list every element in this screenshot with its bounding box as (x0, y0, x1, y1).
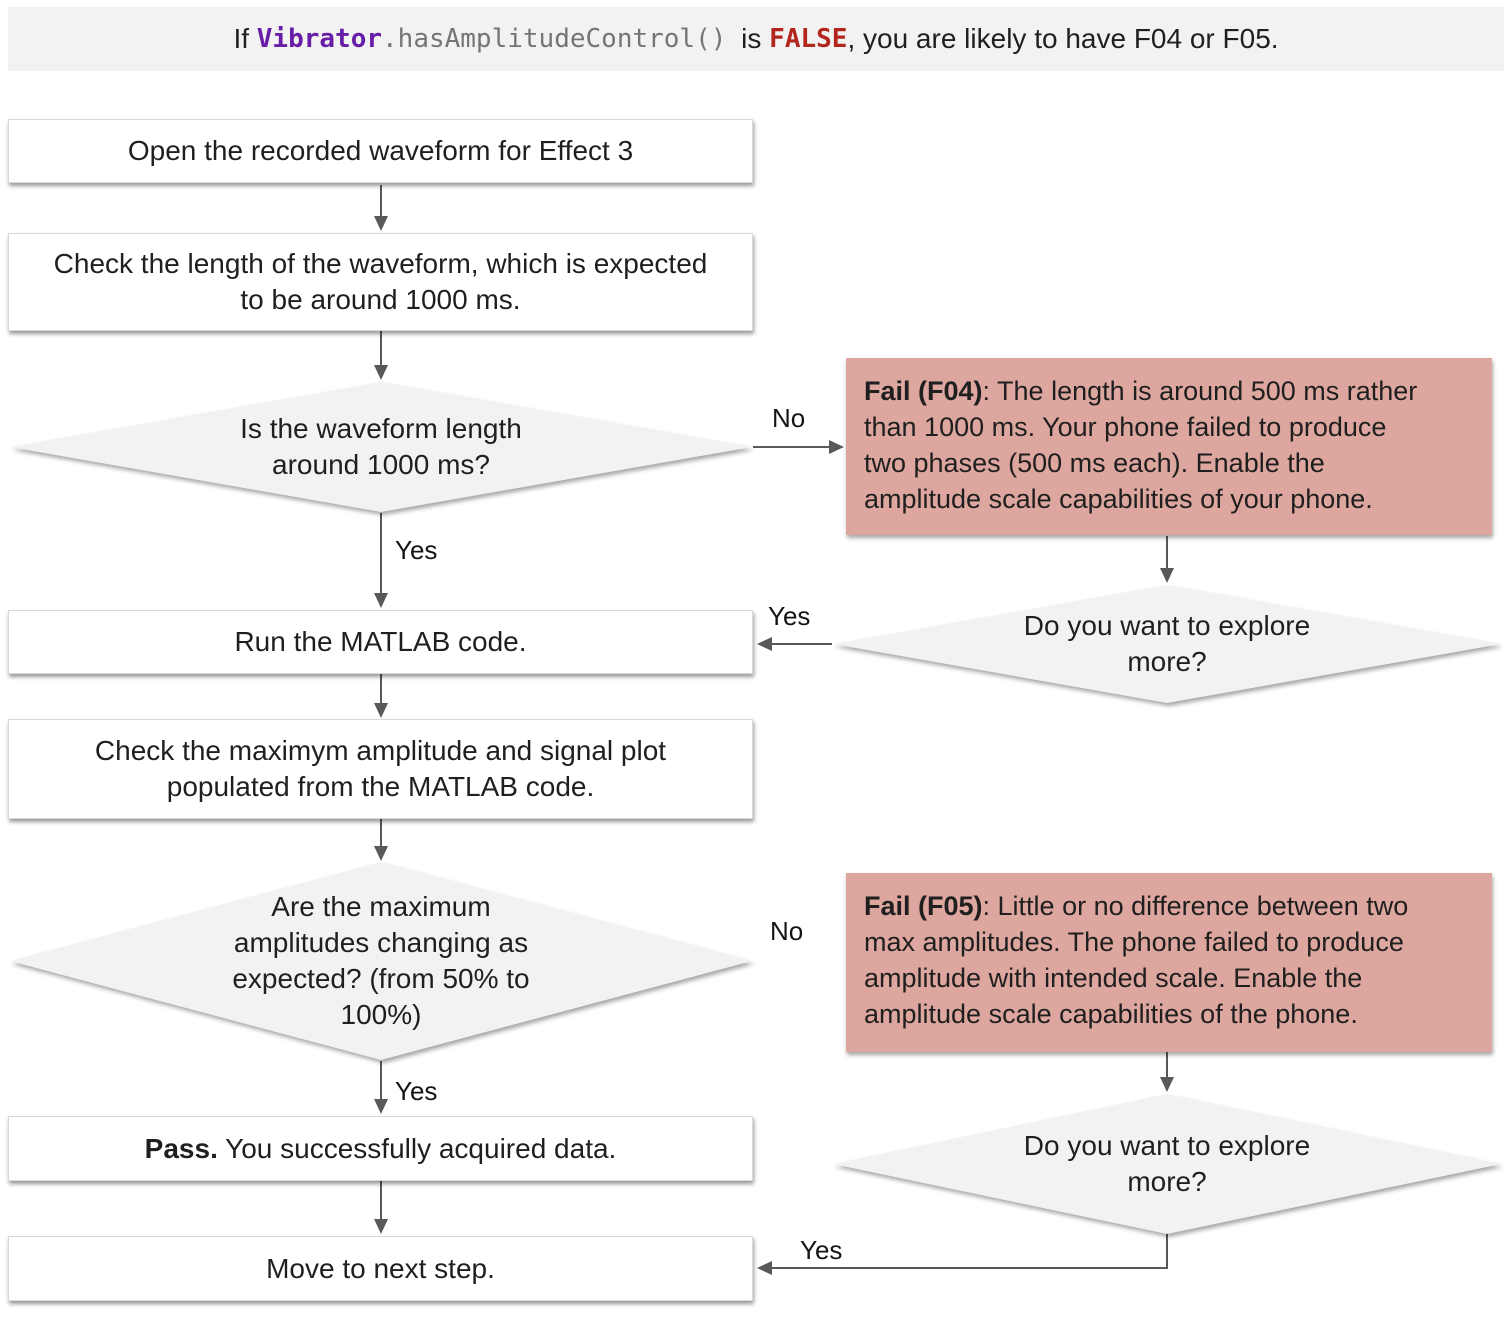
decision-explore-1-line2: more? (1127, 646, 1207, 677)
decision-waveform-length: Is the waveform length around 1000 ms? (10, 382, 752, 512)
banner-prefix: If (233, 23, 257, 54)
step-run-matlab: Run the MATLAB code. (8, 610, 753, 674)
fail-f05-line2: max amplitudes. The phone failed to prod… (864, 927, 1404, 957)
decision-explore-1-line1: Do you want to explore (1023, 610, 1311, 641)
edge-label-yes-1: Yes (395, 535, 438, 565)
edge-label-yes-4: Yes (800, 1235, 843, 1265)
step-open-waveform: Open the recorded waveform for Effect 3 (8, 119, 753, 183)
decision-explore-more-2-shape: Do you want to explore more? (833, 1094, 1501, 1234)
edge-label-no-1: No (772, 403, 806, 433)
fail-f05-line1: Fail (F05): Little or no difference betw… (864, 888, 1474, 924)
decision-explore-2-line2: more? (1127, 1166, 1207, 1197)
step-check-length: Check the length of the waveform, which … (8, 233, 753, 331)
step-check-length-line1: Check the length of the waveform, which … (53, 248, 708, 279)
condition-banner: If Vibrator.hasAmplitudeControl() is FAL… (8, 7, 1504, 71)
edge-label-no-2: No (770, 916, 804, 946)
decision-waveform-length-line2: around 1000 ms? (272, 449, 490, 480)
fail-f04-title: Fail (F04) (864, 376, 983, 406)
fail-f04-line1: Fail (F04): The length is around 500 ms … (864, 373, 1474, 409)
banner-suffix: , you are likely to have F04 or F05. (847, 23, 1279, 54)
decision-amplitude-change-shape: Are the maximum amplitudes changing as e… (10, 862, 752, 1060)
step-check-amplitude-line1: Check the maximym amplitude and signal p… (94, 735, 667, 766)
decision-amplitude-line4: 100%) (340, 999, 422, 1030)
decision-waveform-length-line1: Is the waveform length (240, 413, 522, 444)
fail-f04-line3: two phases (500 ms each). Enable the (864, 448, 1325, 478)
banner-code-object: Vibrator (256, 24, 383, 54)
fail-f04-line4: amplitude scale capabilities of your pho… (864, 484, 1373, 514)
step-move-next: Move to next step. (8, 1236, 753, 1301)
step-move-next-label: Move to next step. (266, 1252, 495, 1284)
decision-amplitude-line3: expected? (from 50% to (232, 963, 530, 994)
banner-false-keyword: FALSE (769, 24, 848, 54)
banner-code-method: .hasAmplitudeControl() (382, 24, 727, 54)
fail-f04-line2: than 1000 ms. Your phone failed to produ… (864, 412, 1387, 442)
fail-f05-line4: amplitude scale capabilities of the phon… (864, 999, 1358, 1029)
decision-amplitude-line2: amplitudes changing as (233, 927, 529, 958)
edge-label-yes-3: Yes (395, 1076, 438, 1106)
step-open-waveform-label: Open the recorded waveform for Effect 3 (127, 135, 634, 166)
decision-explore-more-1: Do you want to explore more? (833, 585, 1501, 703)
fail-f04-box: Fail (F04): The length is around 500 ms … (846, 358, 1492, 535)
decision-explore-more-2: Do you want to explore more? (833, 1094, 1501, 1234)
step-check-length-line2: to be around 1000 ms. (240, 284, 521, 315)
pass-box-title: Pass. (144, 1132, 218, 1164)
fail-f05-box: Fail (F05): Little or no difference betw… (846, 873, 1492, 1052)
step-run-matlab-label: Run the MATLAB code. (234, 626, 527, 657)
step-check-amplitude-line2: populated from the MATLAB code. (166, 771, 595, 802)
banner-connector: is (733, 23, 770, 54)
fail-f05-title: Fail (F05) (864, 891, 983, 921)
fail-f05-line1-rest: : Little or no difference between two (982, 891, 1409, 921)
pass-box: Pass. You successfully acquired data. (8, 1116, 753, 1181)
fail-f04-line1-rest: : The length is around 500 ms rather (982, 376, 1418, 406)
fail-f05-line3: amplitude with intended scale. Enable th… (864, 963, 1363, 993)
step-check-amplitude: Check the maximym amplitude and signal p… (8, 719, 753, 819)
decision-waveform-length-shape: Is the waveform length around 1000 ms? (10, 382, 752, 512)
decision-amplitude-change: Are the maximum amplitudes changing as e… (10, 862, 752, 1060)
decision-explore-2-line1: Do you want to explore (1023, 1130, 1311, 1161)
edge-label-yes-2: Yes (768, 601, 811, 631)
pass-box-label: Pass. You successfully acquired data. (145, 1131, 617, 1167)
decision-explore-more-1-shape: Do you want to explore more? (833, 585, 1501, 703)
pass-box-body: You successfully acquired data. (217, 1132, 617, 1164)
decision-amplitude-line1: Are the maximum (271, 891, 491, 922)
